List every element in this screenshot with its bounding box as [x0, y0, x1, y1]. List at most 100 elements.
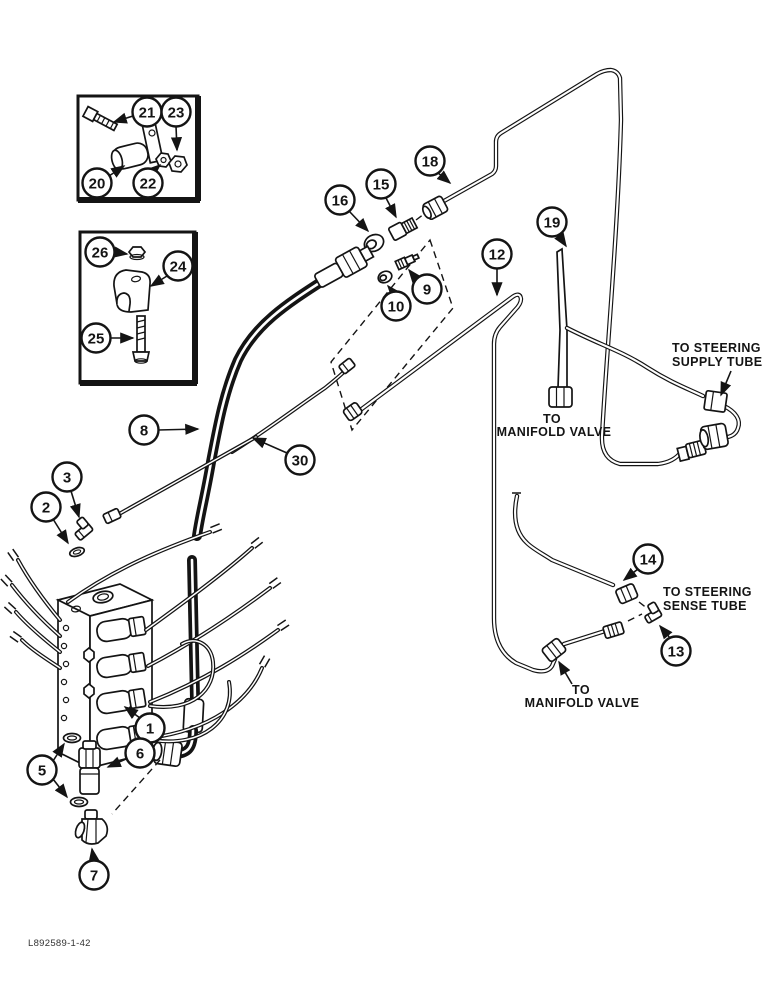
tube19-nut [548, 386, 573, 408]
frayed-end [277, 619, 290, 632]
fitting-15 [387, 216, 419, 241]
o-ring-5a [62, 732, 82, 744]
callout-2: 2 [30, 491, 62, 523]
tube-12 [342, 295, 643, 672]
callout-19: 19 [536, 206, 568, 238]
label-manifold2-line1: TO [572, 683, 590, 697]
phantom-dashed-box [330, 238, 454, 432]
callout-22: 22 [132, 167, 164, 199]
svg-text:16: 16 [332, 193, 349, 210]
tube12-bottom-nut [541, 637, 567, 663]
label-manifold1-line2: MANIFOLD VALVE [497, 425, 612, 439]
callout-21: 21 [131, 96, 163, 128]
callout-7: 7 [78, 859, 110, 891]
callouts: 21 23 20 22 26 24 25 16 15 18 12 9 10 19… [26, 96, 692, 891]
clamp-20 [110, 119, 165, 171]
nut-10 [377, 270, 393, 284]
frayed-end [3, 601, 17, 615]
label-manifold-valve-1: TO MANIFOLD VALVE [497, 412, 612, 439]
elbow-7 [74, 809, 109, 845]
svg-text:14: 14 [640, 552, 657, 569]
callout-3: 3 [51, 461, 83, 493]
svg-text:26: 26 [92, 245, 109, 262]
frayed-end [250, 536, 264, 549]
tube12-male-end [602, 621, 625, 640]
tube30-ferrule [338, 357, 356, 375]
elbow-3 [74, 516, 94, 541]
svg-text:1: 1 [146, 721, 154, 738]
callout-14: 14 [632, 543, 664, 575]
svg-text:9: 9 [423, 282, 431, 299]
nut-26 [127, 246, 147, 261]
frayed-end [210, 523, 223, 534]
svg-text:22: 22 [140, 176, 157, 193]
frayed-end [258, 655, 271, 668]
tube18-male-fitting [676, 439, 707, 463]
tube18-nut [421, 195, 449, 221]
solenoid-3 [96, 687, 147, 715]
callout-18: 18 [414, 145, 446, 177]
inset-box-clamp2 [78, 230, 198, 386]
svg-text:13: 13 [668, 644, 685, 661]
hose8-fitting [314, 245, 375, 288]
frayed-end [268, 577, 282, 590]
tube-18 [421, 70, 707, 464]
callout-26: 26 [84, 236, 116, 268]
supply-nut [699, 422, 729, 451]
callout-12: 12 [481, 238, 513, 270]
nut-23 [168, 155, 188, 173]
svg-text:23: 23 [168, 105, 185, 122]
svg-text:10: 10 [388, 299, 405, 316]
figure-code: L892589-1-42 [28, 938, 91, 949]
callout-6: 6 [124, 737, 156, 769]
tube14-nut [615, 583, 639, 605]
label-steering-supply-line1: TO STEERING [672, 341, 761, 355]
sense-tube-stub [102, 435, 258, 525]
label-steering-supply: TO STEERING SUPPLY TUBE [672, 341, 763, 397]
svg-text:12: 12 [489, 247, 506, 264]
callout-13: 13 [660, 635, 692, 667]
fitting-9 [394, 253, 421, 271]
svg-text:8: 8 [140, 423, 148, 440]
svg-text:5: 5 [38, 763, 46, 780]
svg-text:25: 25 [88, 331, 105, 348]
svg-text:21: 21 [139, 105, 156, 122]
svg-text:2: 2 [42, 500, 50, 517]
stub-ferrule [102, 507, 122, 525]
callout-10: 10 [380, 290, 412, 322]
callout-23: 23 [160, 96, 192, 128]
bolt-25 [131, 315, 151, 364]
label-manifold1-line1: TO [543, 412, 561, 426]
nut-16 [363, 233, 385, 253]
fitting-6 [78, 740, 101, 795]
frayed-end [7, 548, 20, 562]
frayed-end [9, 630, 22, 643]
tube-14 [512, 492, 649, 610]
o-ring-5b [69, 796, 89, 808]
callout-9: 9 [411, 273, 443, 305]
nut-22 [155, 152, 172, 168]
frayed-end [0, 574, 13, 587]
tube-30 [230, 357, 356, 454]
svg-text:15: 15 [373, 177, 390, 194]
callout-16: 16 [324, 184, 356, 216]
callout-8: 8 [128, 414, 160, 446]
elbow-13 [644, 601, 663, 624]
supply-jumper-tube [567, 328, 739, 451]
supply-clamp-block [703, 389, 728, 413]
svg-text:30: 30 [292, 453, 309, 470]
label-steering-supply-line2: SUPPLY TUBE [672, 355, 763, 369]
svg-text:19: 19 [544, 215, 561, 232]
svg-text:20: 20 [89, 176, 106, 193]
svg-text:3: 3 [63, 470, 71, 487]
o-ring-2 [68, 546, 86, 558]
callout-15: 15 [365, 168, 397, 200]
svg-text:6: 6 [136, 746, 144, 763]
label-steering-sense-line1: TO STEERING [663, 585, 752, 599]
solenoid-1 [96, 615, 147, 643]
callout-30: 30 [284, 444, 316, 476]
label-steering-sense-line2: SENSE TUBE [663, 599, 747, 613]
svg-text:18: 18 [422, 154, 439, 171]
